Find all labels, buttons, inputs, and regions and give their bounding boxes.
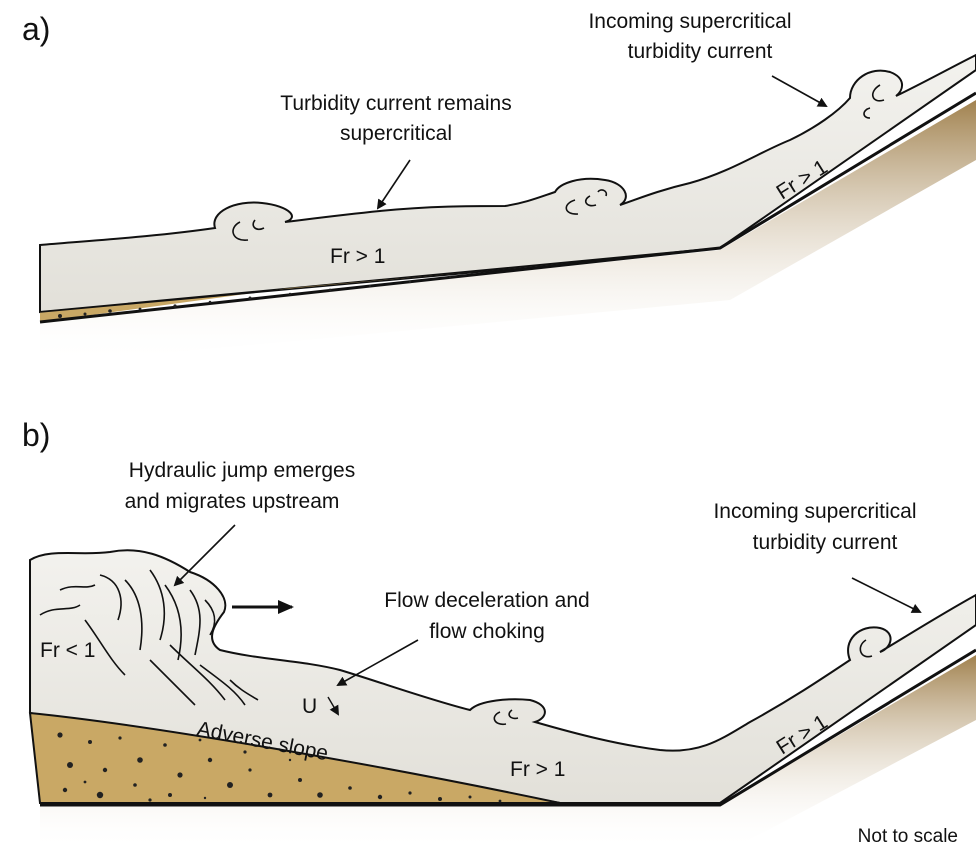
callout-deceleration-line2: flow choking <box>429 620 545 643</box>
froude-flow-b: Fr > 1 <box>510 758 565 781</box>
panel-b-letter: b) <box>22 417 50 453</box>
callout-incoming-a-line2: turbidity current <box>628 40 773 63</box>
velocity-label: U <box>302 695 317 718</box>
froude-flow-a: Fr > 1 <box>330 245 385 268</box>
arrow-incoming-a <box>772 76 826 106</box>
callout-jump-line1: Hydraulic jump emerges <box>129 459 355 482</box>
scale-note: Not to scale <box>858 826 958 847</box>
callout-remains-line1: Turbidity current remains <box>280 92 511 115</box>
callout-remains-line2: supercritical <box>340 122 452 145</box>
panel-b: b) Hydraulic jump emerges and migrates u… <box>22 417 976 850</box>
panel-a: a) Turbidity current remains supercritic… <box>22 10 976 365</box>
callout-incoming-a-line1: Incoming supercritical <box>588 10 791 33</box>
arrow-deceleration <box>338 640 418 685</box>
callout-jump-line2: and migrates upstream <box>125 490 340 513</box>
callout-incoming-b-line2: turbidity current <box>753 531 898 554</box>
froude-subcritical-b: Fr < 1 <box>40 639 95 662</box>
panel-a-letter: a) <box>22 11 50 47</box>
arrow-incoming-b <box>852 578 920 612</box>
arrow-jump <box>175 525 235 585</box>
arrow-remains <box>378 160 410 208</box>
callout-deceleration-line1: Flow deceleration and <box>384 589 589 612</box>
callout-incoming-b-line1: Incoming supercritical <box>713 500 916 523</box>
